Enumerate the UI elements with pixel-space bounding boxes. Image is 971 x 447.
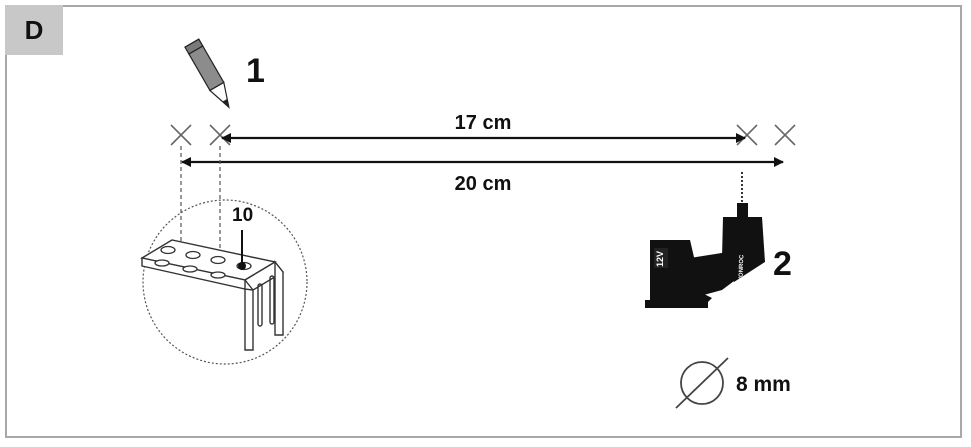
drill-diameter-label: 8 mm: [736, 373, 791, 396]
drill-icon: VONROC 12V: [645, 172, 765, 308]
pencil-icon: [184, 38, 230, 109]
callout-part-number: 10: [232, 205, 253, 226]
step-number-2: 2: [773, 245, 792, 283]
dimension-label-inner: 17 cm: [455, 112, 512, 134]
step-number-1: 1: [246, 52, 265, 90]
mounting-bracket-drawing: [140, 239, 285, 351]
diagram-frame: [5, 5, 962, 438]
callout-dot: [238, 262, 246, 270]
cross-mark-inner-left: [209, 124, 231, 146]
drill-brand-text: VONROC: [738, 254, 745, 281]
panel-label-badge: D: [5, 5, 63, 55]
diameter-icon: [675, 357, 729, 409]
drill-battery-text: 12V: [655, 251, 665, 267]
cross-mark-outer-left: [170, 124, 192, 146]
cross-mark-inner-right: [736, 124, 758, 146]
panel-label: D: [24, 14, 44, 45]
detail-circle: [142, 199, 308, 365]
bracket-detail: 10: [140, 199, 308, 365]
cross-mark-outer-right: [774, 124, 796, 146]
dimension-label-outer: 20 cm: [455, 173, 512, 195]
